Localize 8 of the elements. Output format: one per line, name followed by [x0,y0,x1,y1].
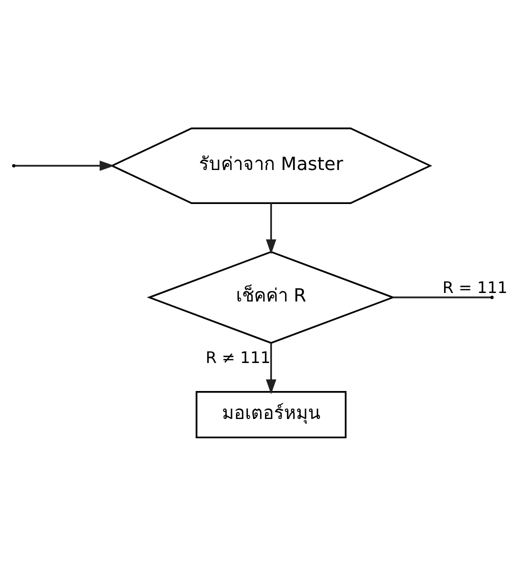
connector [393,296,491,298]
arrow [266,202,276,254]
node-diamond: เช็คค่า R [146,250,396,344]
node-box: มอเตอร์หมุน [196,390,347,438]
edge-label: R ≠ 111 [206,347,271,366]
edge-label: R = 111 [442,278,508,297]
arrow [266,342,276,394]
arrow [14,160,114,170]
